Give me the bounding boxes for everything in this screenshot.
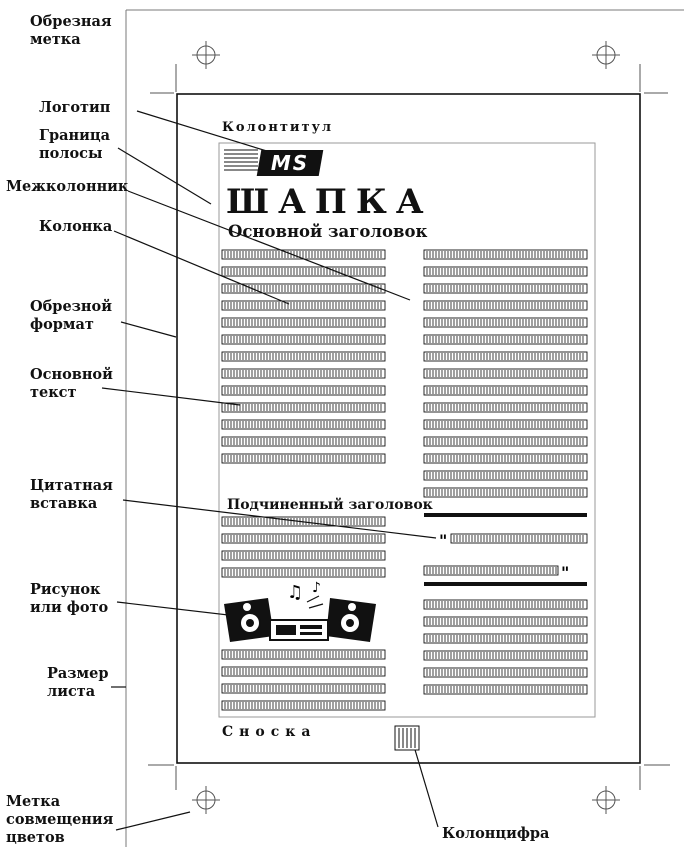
text-line [423,300,588,311]
svg-text:♪: ♪ [312,580,321,596]
text-line [221,419,386,430]
pull-quote-rules [424,513,587,586]
text-line [423,249,588,260]
leader-line [117,147,212,205]
trim-frame [176,93,641,764]
text-line [423,599,588,610]
type-area-frame [218,142,596,718]
leader-line [122,499,437,539]
main-headline: Основной заголовок [228,222,428,241]
text-line [423,402,588,413]
text-line [221,385,386,396]
text-line [423,470,588,481]
text-line [221,550,386,561]
text-line [221,533,386,544]
logo: MS [256,150,324,176]
sheet-border [125,9,684,847]
text-line [221,683,386,694]
text-line [423,650,588,661]
text-line [423,633,588,644]
text-line [423,368,588,379]
registration-mark [192,41,220,69]
text-line [423,453,588,464]
svg-text:♫: ♫ [287,582,303,603]
registration-mark [592,41,620,69]
text-line [221,516,386,527]
leader-line [127,190,411,301]
text-line [221,453,386,464]
text-line [423,283,588,294]
label-logo: Логотип [39,99,111,116]
leader-line [136,110,271,153]
text-line [423,334,588,345]
text-line [221,436,386,447]
text-line [423,684,588,695]
text-line [221,266,386,277]
text-line [221,283,386,294]
label-column: Колонка [39,218,113,235]
leader-line [115,811,191,831]
footnote: Сноска [222,724,317,740]
text-line [423,385,588,396]
text-line [221,300,386,311]
text-line [221,368,386,379]
text-line [423,266,588,277]
logo-text: MS [270,151,310,175]
pull-quote-close: " [561,563,569,582]
text-columns [221,249,588,711]
registration-mark [192,786,220,814]
text-line [221,351,386,362]
text-line [423,419,588,430]
text-line [221,649,386,660]
leader-line [120,321,177,338]
pull-quote-open: " [439,531,447,550]
text-line [423,487,588,498]
registration-mark [592,786,620,814]
text-line [221,402,386,413]
text-line [423,351,588,362]
crop-marks [148,41,670,814]
text-line [423,565,559,576]
text-line [423,317,588,328]
folio-hatch [398,728,416,748]
picture-illustration: ♫ ♪ [224,580,376,642]
label-gutter: Межколонник [6,178,129,195]
text-line [221,317,386,328]
text-line [221,567,386,578]
logo-hatch [224,149,258,171]
text-line [423,667,588,678]
text-line [423,436,588,447]
text-line [221,666,386,677]
text-line [221,700,386,711]
running-head: Колонтитул [222,120,334,135]
text-line [221,249,386,260]
leader-line [412,742,439,828]
masthead: ШАПКА [226,182,433,222]
leader-line [101,387,241,406]
text-line [423,616,588,627]
text-line [450,533,588,544]
text-line [221,334,386,345]
leader-line [113,230,290,305]
label-folio: Колонцифра [442,825,550,842]
sub-headline: Подчиненный заголовок [227,497,433,513]
